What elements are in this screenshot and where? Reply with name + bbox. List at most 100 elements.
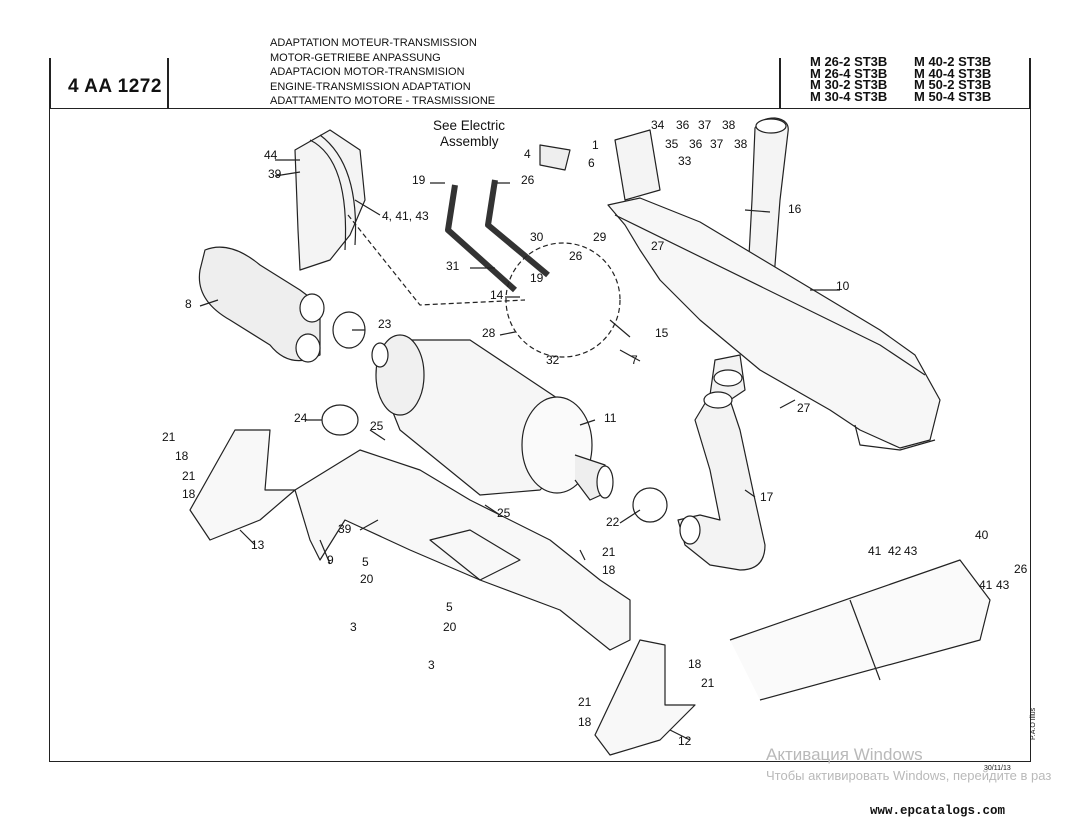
model: M 50-2 ST3B <box>914 77 992 92</box>
clamp-22 <box>632 487 668 523</box>
callout-label: 19 <box>412 173 426 187</box>
callout-label: 18 <box>688 657 702 671</box>
callout-label: 3 <box>428 658 435 672</box>
callout-label: 36 <box>676 118 690 132</box>
callout-label: 26 <box>521 173 535 187</box>
title-it: ADATTAMENTO MOTORE - TRASMISSIONE <box>270 95 496 108</box>
callout-label: 13 <box>251 538 265 552</box>
air-housing-10 <box>607 197 941 449</box>
callout-label: 42 <box>888 544 902 558</box>
callout-label: 34 <box>651 118 665 132</box>
callout-label: 4 <box>524 147 531 161</box>
callout-label: 21 <box>578 695 592 709</box>
shroud-bracket <box>294 129 366 271</box>
bracket-34 <box>614 129 661 201</box>
model: M 30-2 ST3B <box>810 77 888 92</box>
elbow-8 <box>198 246 321 362</box>
callout-label: 25 <box>370 419 384 433</box>
bracket-13 <box>189 429 296 541</box>
callout-label: 26 <box>569 249 583 263</box>
model: M 26-4 ST3B <box>810 65 888 81</box>
title-es: ADAPTACION MOTOR-TRANSMISION <box>270 66 465 79</box>
callout-label: 15 <box>655 326 669 340</box>
callout-label: 5 <box>446 600 453 614</box>
title-block: ADAPTATION MOTEUR-TRANSMISSION MOTOR-GET… <box>270 36 495 109</box>
callout-label: 37 <box>710 137 724 151</box>
drawing-frame <box>49 108 1031 762</box>
model: M 30-4 ST3B <box>810 88 888 104</box>
hose-17 <box>677 354 766 571</box>
callout-label: 8 <box>185 297 192 311</box>
see-electric-line1: See Electric <box>433 118 505 133</box>
callout-label: 39 <box>338 522 352 536</box>
callout-label: 11 <box>604 411 617 425</box>
callout-label: 41 <box>979 578 993 592</box>
callout-label: 23 <box>378 317 392 331</box>
callout-label: 21 <box>602 545 616 559</box>
model: M 26-2 ST3B <box>810 54 888 69</box>
callout-label: 18 <box>175 449 189 463</box>
callout-label: 17 <box>760 490 774 504</box>
callout-label: 22 <box>606 515 620 529</box>
windows-activation-title: Активация Windows <box>766 745 923 764</box>
illustrator-credit: P.A.O Illus <box>1030 707 1037 740</box>
revision-date: 30/11/13 <box>984 765 1011 772</box>
callout-label: 44 <box>264 148 278 162</box>
callout-label: 37 <box>698 118 712 132</box>
callout-label: 33 <box>678 154 692 168</box>
see-electric-line2: Assembly <box>440 134 499 149</box>
bracket-9 <box>294 449 631 651</box>
callout-label: 18 <box>182 487 196 501</box>
callout-label: 5 <box>362 555 369 569</box>
connector-4 <box>539 144 571 171</box>
model: M 40-2 ST3B <box>914 54 992 69</box>
title-fr: ADAPTATION MOTEUR-TRANSMISSION <box>270 37 477 49</box>
reference-box <box>49 58 169 108</box>
title-en: ENGINE-TRANSMISSION ADAPTATION <box>270 80 471 93</box>
callout-label: 14 <box>490 288 504 302</box>
callout-label: 12 <box>678 734 692 748</box>
windows-activation-subtitle: Чтобы активировать Windows, перейдите в … <box>766 768 1052 783</box>
callout-label: 20 <box>360 572 374 586</box>
site-watermark: www.epcatalogs.com <box>870 804 1006 818</box>
callout-label: 38 <box>722 118 736 132</box>
callout-label: 31 <box>446 259 460 273</box>
callout-label: 27 <box>797 401 811 415</box>
callout-label: 4, 41, 43 <box>382 209 429 223</box>
callout-label: 30 <box>530 230 544 244</box>
detail-circle <box>505 242 621 358</box>
bracket-12 <box>594 639 696 756</box>
tube-30 <box>485 179 550 278</box>
callout-label: 10 <box>836 279 850 293</box>
side-duct <box>729 559 991 701</box>
callout-label: 41 <box>868 544 882 558</box>
callout-label: 43 <box>904 544 918 558</box>
callout-label: 35 <box>665 137 679 151</box>
callout-label: 21 <box>701 676 715 690</box>
model-list: M 26-2 ST3B M 40-2 ST3B M 26-4 ST3B M 40… <box>810 54 1014 104</box>
model: M 40-4 ST3B <box>914 65 992 81</box>
callout-label: 32 <box>546 353 560 367</box>
callout-label: 9 <box>327 553 334 567</box>
models-box <box>779 58 1031 108</box>
callout-label: 28 <box>482 326 496 340</box>
tube-31 <box>445 184 518 293</box>
clamp-24 <box>321 404 359 436</box>
callout-label: 25 <box>497 506 511 520</box>
callout-label: 29 <box>593 230 607 244</box>
callout-label: 43 <box>996 578 1010 592</box>
callout-label: 21 <box>182 469 196 483</box>
callout-label: 40 <box>975 528 989 542</box>
callout-label: 20 <box>443 620 457 634</box>
reference-number: 4 AA 1272 <box>68 76 162 97</box>
callout-label: 26 <box>1014 562 1028 576</box>
callout-label: 18 <box>602 563 616 577</box>
callout-label: 27 <box>651 239 665 253</box>
callout-label: 6 <box>588 156 595 170</box>
callout-label: 24 <box>294 411 308 425</box>
callout-label: 1 <box>592 138 599 152</box>
callout-label: 3 <box>350 620 357 634</box>
title-de: MOTOR-GETRIEBE ANPASSUNG <box>270 51 441 64</box>
callout-label: 7 <box>631 353 638 367</box>
